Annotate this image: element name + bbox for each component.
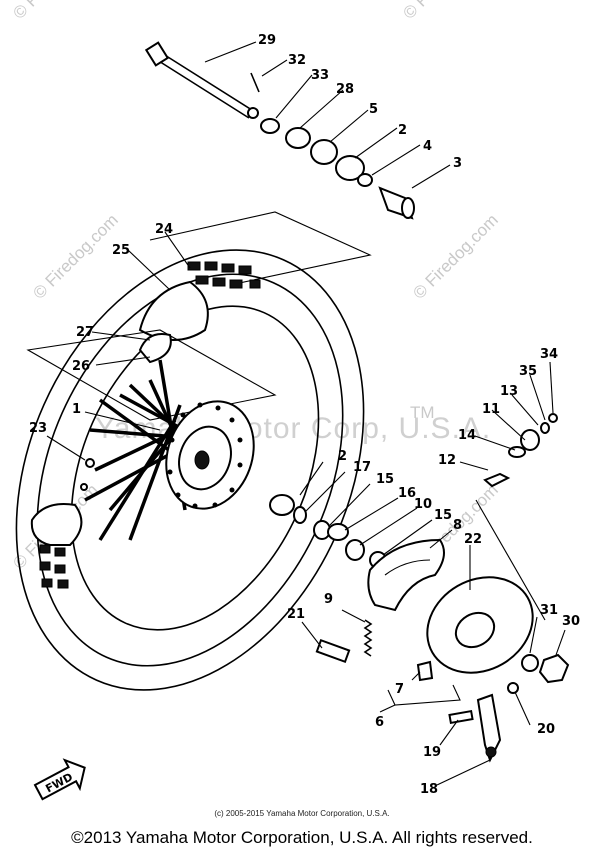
part-label: 30: [562, 614, 580, 629]
part-label: 20: [537, 722, 555, 737]
part-label: 14: [458, 428, 476, 443]
part-label: 27: [76, 325, 94, 340]
part-label: 28: [336, 82, 354, 97]
part-label: 11: [482, 402, 500, 417]
part-label: 3: [453, 156, 462, 171]
copyright-notice: ©2013 Yamaha Motor Corporation, U.S.A. A…: [71, 828, 533, 847]
part-label: 24: [155, 222, 173, 237]
part-label: 4: [423, 139, 432, 154]
watermark-brand: © Firedog.com: [399, 0, 491, 23]
part-label: 35: [519, 364, 537, 379]
forward-arrow-icon: FWD: [33, 758, 86, 801]
part-label: 1: [72, 402, 81, 417]
part-label: 7: [395, 682, 404, 697]
part-label: 21: [287, 607, 305, 622]
hub-and-spokes: [80, 359, 255, 541]
part-label: 15: [376, 472, 394, 487]
watermark-brand: © Firedog.com: [9, 0, 101, 23]
watermark-tm: TM: [410, 403, 435, 422]
part-label: 34: [540, 347, 558, 362]
part-label: 9: [324, 592, 333, 607]
part-label: 32: [288, 53, 306, 68]
part-label: 25: [112, 243, 130, 258]
part-label: 22: [464, 532, 482, 547]
part-label: 5: [369, 102, 378, 117]
part-label: 19: [423, 745, 441, 760]
watermark-brand: © Firedog.com: [29, 210, 121, 302]
hub-right-parts: [46, 231, 570, 786]
part-label: 15: [434, 508, 452, 523]
part-label: 12: [438, 453, 456, 468]
part-label: 2: [398, 123, 407, 138]
part-label: 23: [29, 421, 47, 436]
part-label: 31: [540, 603, 558, 618]
part-label: 18: [420, 782, 438, 797]
part-label: 2: [338, 449, 347, 464]
part-label: 6: [375, 715, 384, 730]
part-label: 8: [453, 518, 462, 533]
part-label: 16: [398, 486, 416, 501]
part-label: 17: [353, 460, 371, 475]
part-label: 10: [414, 497, 432, 512]
diagram-credit: (c) 2005-2015 Yamaha Motor Corporation, …: [214, 809, 390, 818]
part-label: 26: [72, 359, 90, 374]
part-label: 33: [311, 68, 329, 83]
part-label: 29: [258, 33, 276, 48]
axle-assembly: [144, 41, 451, 286]
part-number-labels: 29 32 33 28 5 2 4 3 24 25 27 26 1 23 2 1…: [29, 33, 580, 797]
part-label: 13: [500, 384, 518, 399]
tire-tread: [39, 261, 261, 589]
watermark-brand: © Firedog.com: [409, 210, 501, 302]
